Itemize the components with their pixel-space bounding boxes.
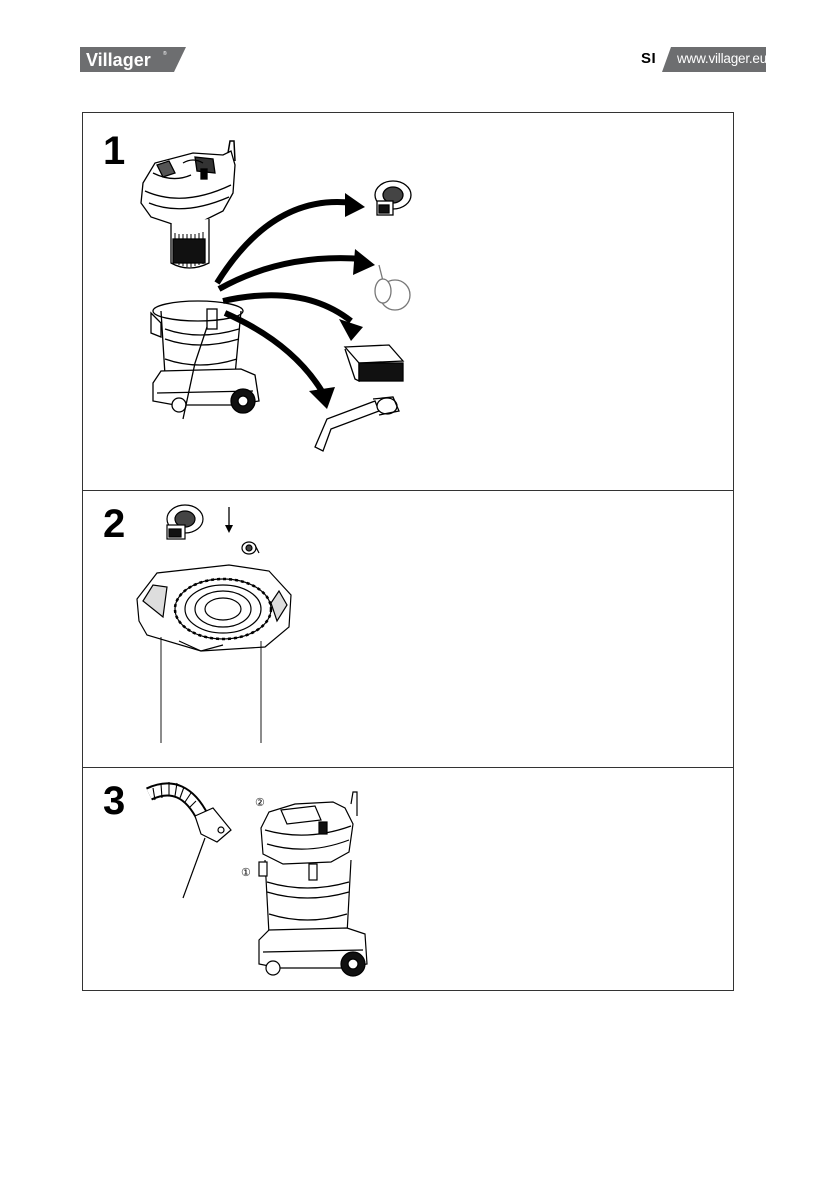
step-3-illustration: ② ① <box>83 768 733 992</box>
assembled-vacuum-drawing <box>259 792 367 976</box>
callout-2: ② <box>255 796 265 809</box>
filter-cap-drawing <box>375 181 411 215</box>
small-nut-drawing <box>242 542 259 554</box>
step-1-illustration <box>83 113 733 491</box>
step-3-panel: 3 <box>83 767 733 991</box>
filter-cap-drawing <box>167 505 203 539</box>
callout-1: ① <box>241 866 251 879</box>
step-2-illustration <box>83 491 733 769</box>
villager-logo: Villager ® <box>80 47 186 72</box>
language-code: SI <box>641 50 656 67</box>
hose-drawing <box>149 782 231 898</box>
motor-head-drawing <box>141 141 235 268</box>
mounting-plate-drawing <box>137 565 291 743</box>
instruction-frame: 1 <box>82 112 734 991</box>
step-1-panel: 1 <box>83 113 733 491</box>
brush-drawing <box>345 345 403 381</box>
brand-name: Villager <box>86 50 151 70</box>
step-2-panel: 2 <box>83 490 733 768</box>
page-header: Villager ® SI www.villager.eu <box>0 0 840 90</box>
website-url: www.villager.eu <box>677 51 767 66</box>
registered-mark: ® <box>163 50 167 57</box>
castor-wheel-drawing <box>375 265 410 310</box>
down-arrow-icon <box>225 507 233 533</box>
